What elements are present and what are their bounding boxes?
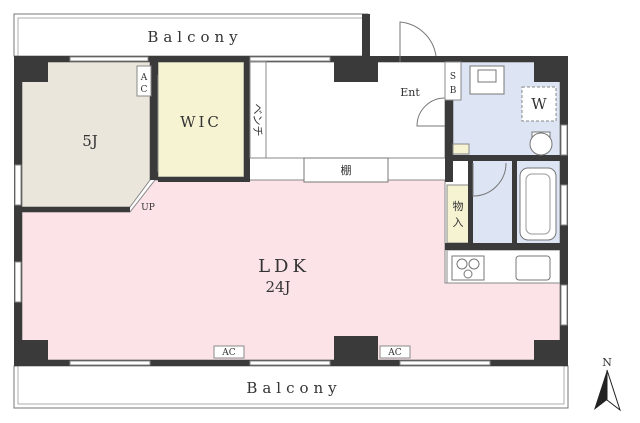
compass-label: N — [602, 356, 612, 369]
ac-bedroom-label-c: C — [141, 85, 148, 95]
up-label: UP — [141, 203, 155, 213]
ldk-size-label: 24J — [265, 278, 290, 296]
storage-label-2: 入 — [453, 216, 464, 229]
bedroom-label: 5J — [82, 132, 98, 150]
balcony-top-label: Balcony — [147, 28, 242, 46]
closet-floor — [157, 61, 245, 178]
door-arcs — [157, 21, 507, 197]
ldk-label: LDK — [258, 256, 310, 277]
ac-ldk-right-label: AC — [387, 348, 401, 358]
closet-label: WIC — [180, 113, 222, 131]
shelf-label: 棚 — [341, 163, 352, 177]
ac-bedroom-label: A — [140, 73, 148, 83]
fixtures — [136, 61, 557, 359]
balcony-bottom-label: Balcony — [246, 379, 341, 397]
balcony-top — [13, 13, 369, 57]
shoe-box-label: S — [450, 72, 456, 82]
storage-floor — [446, 184, 470, 244]
bench-label: ベンチ — [251, 104, 264, 137]
north-arrow-icon: N — [594, 356, 621, 412]
entrance-label: Ent — [400, 86, 420, 99]
balcony-bottom — [13, 365, 569, 409]
ac-ldk-left-label: AC — [221, 348, 235, 358]
storage-label-1: 物 — [453, 199, 464, 213]
washing-machine-label: W — [531, 95, 547, 113]
windows — [14, 56, 568, 366]
shoe-box-label-b: B — [450, 86, 457, 96]
